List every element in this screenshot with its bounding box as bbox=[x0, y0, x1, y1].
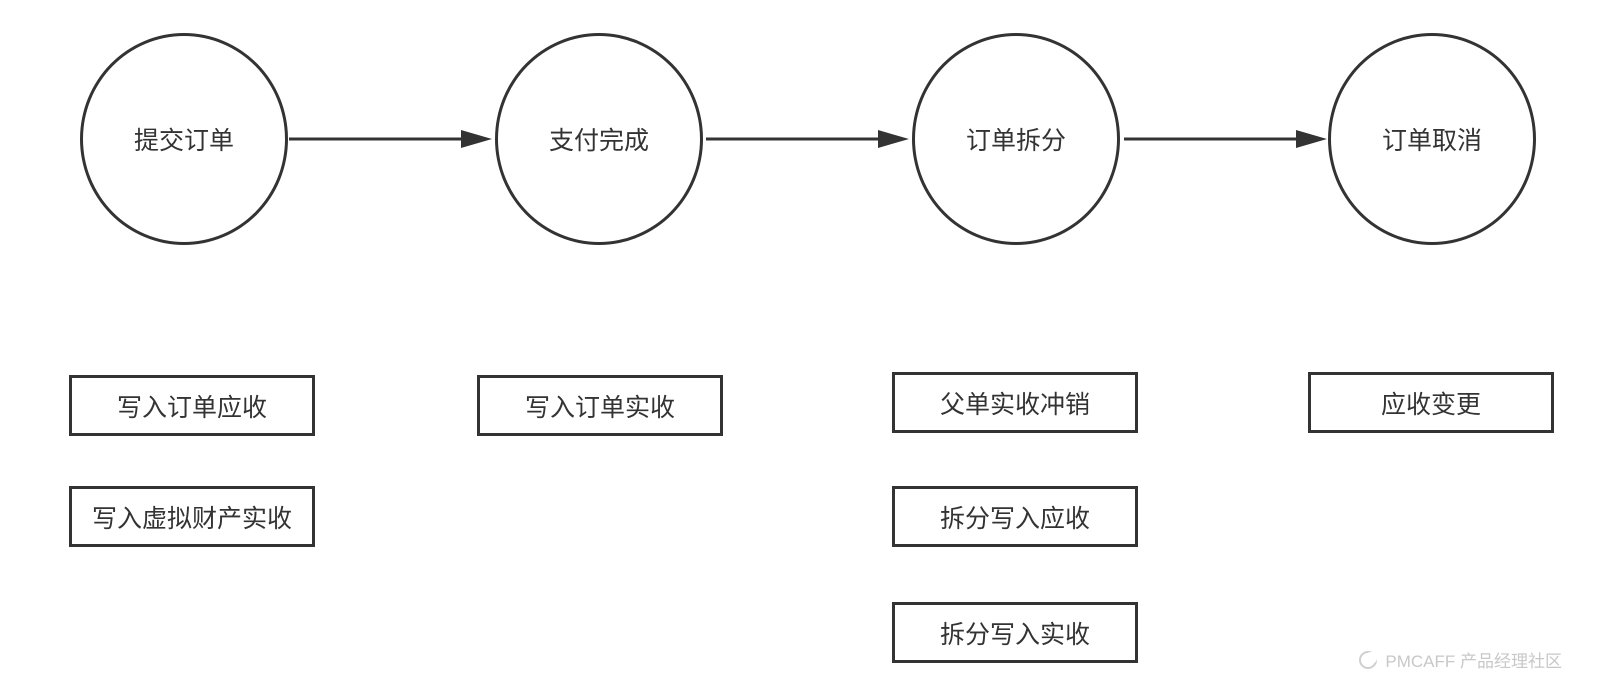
state-order-cancel: 订单取消 bbox=[1328, 33, 1536, 245]
action-receivable-change: 应收变更 bbox=[1308, 372, 1554, 433]
watermark-text: PMCAFF 产品经理社区 bbox=[1385, 652, 1562, 671]
action-parent-received-writeoff: 父单实收冲销 bbox=[892, 372, 1138, 433]
action-label: 写入订单应收 bbox=[116, 392, 267, 422]
action-label: 父单实收冲销 bbox=[939, 389, 1090, 419]
action-split-write-received: 拆分写入实收 bbox=[892, 602, 1138, 663]
action-label: 写入虚拟财产实收 bbox=[91, 503, 292, 533]
action-write-order-received: 写入订单实收 bbox=[477, 375, 723, 436]
state-order-cancel-label: 订单取消 bbox=[1381, 126, 1482, 155]
watermark: PMCAFF 产品经理社区 bbox=[1357, 647, 1562, 672]
action-label: 拆分写入应收 bbox=[939, 503, 1090, 533]
state-order-split-label: 订单拆分 bbox=[965, 126, 1066, 155]
state-submit-order: 提交订单 bbox=[80, 33, 288, 245]
action-write-order-receivable: 写入订单应收 bbox=[69, 375, 315, 436]
state-payment-complete-label: 支付完成 bbox=[548, 126, 649, 155]
action-split-write-receivable: 拆分写入应收 bbox=[892, 486, 1138, 547]
pmcaff-logo-icon bbox=[1359, 650, 1378, 669]
action-write-virtual-asset-received: 写入虚拟财产实收 bbox=[69, 486, 315, 547]
state-payment-complete: 支付完成 bbox=[495, 33, 703, 245]
action-label: 拆分写入实收 bbox=[939, 619, 1090, 649]
arrow-split-to-cancel bbox=[1124, 130, 1327, 148]
arrow-paid-to-split bbox=[706, 130, 909, 148]
action-label: 应收变更 bbox=[1380, 389, 1481, 419]
arrow-submit-to-paid bbox=[289, 130, 492, 148]
state-order-split: 订单拆分 bbox=[912, 33, 1120, 245]
state-submit-order-label: 提交订单 bbox=[133, 126, 234, 155]
action-label: 写入订单实收 bbox=[524, 392, 675, 422]
